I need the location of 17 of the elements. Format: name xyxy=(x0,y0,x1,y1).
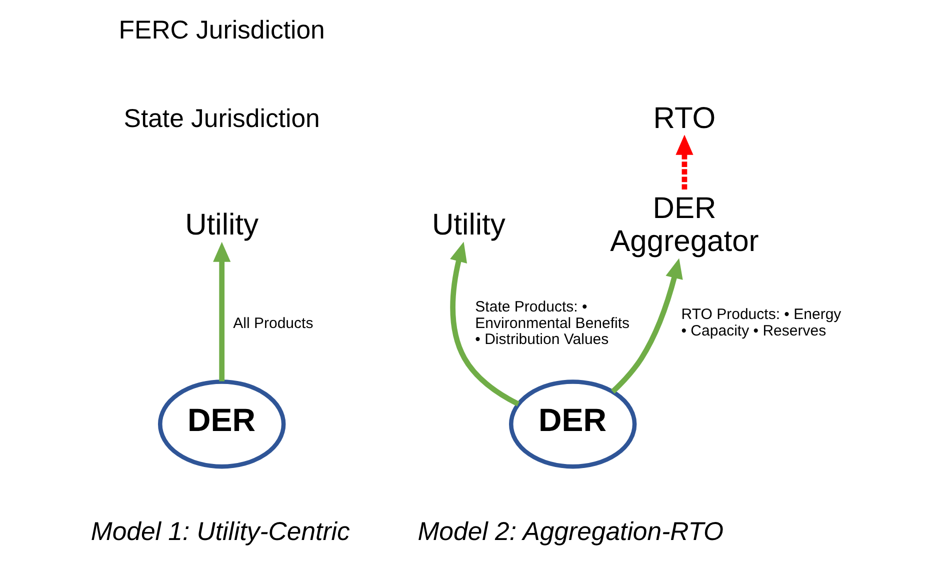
arrow xyxy=(675,134,693,190)
legend-label: FERC Jurisdiction xyxy=(118,16,324,44)
arrow xyxy=(212,242,230,382)
label: Model 2: Aggregation-RTO xyxy=(417,518,724,546)
arrow xyxy=(450,242,520,406)
legend-label: State Jurisdiction xyxy=(123,105,320,134)
arrow xyxy=(610,258,682,394)
node-text: Utility xyxy=(184,208,258,242)
node-text: DER Aggregator xyxy=(610,192,758,258)
node-text: Utility xyxy=(431,208,505,242)
edge-label: State Products: • Environmental Benefits • Distribution Values xyxy=(474,298,630,348)
node-text: RTO xyxy=(652,102,716,135)
node-ellipse: DER xyxy=(508,380,636,469)
edge-label: All Products xyxy=(232,314,313,332)
node-ellipse: DER xyxy=(157,380,286,469)
label: Model 1: Utility-Centric xyxy=(90,518,350,546)
edge-label: RTO Products: • Energy • Capacity • Reserves xyxy=(680,306,841,340)
